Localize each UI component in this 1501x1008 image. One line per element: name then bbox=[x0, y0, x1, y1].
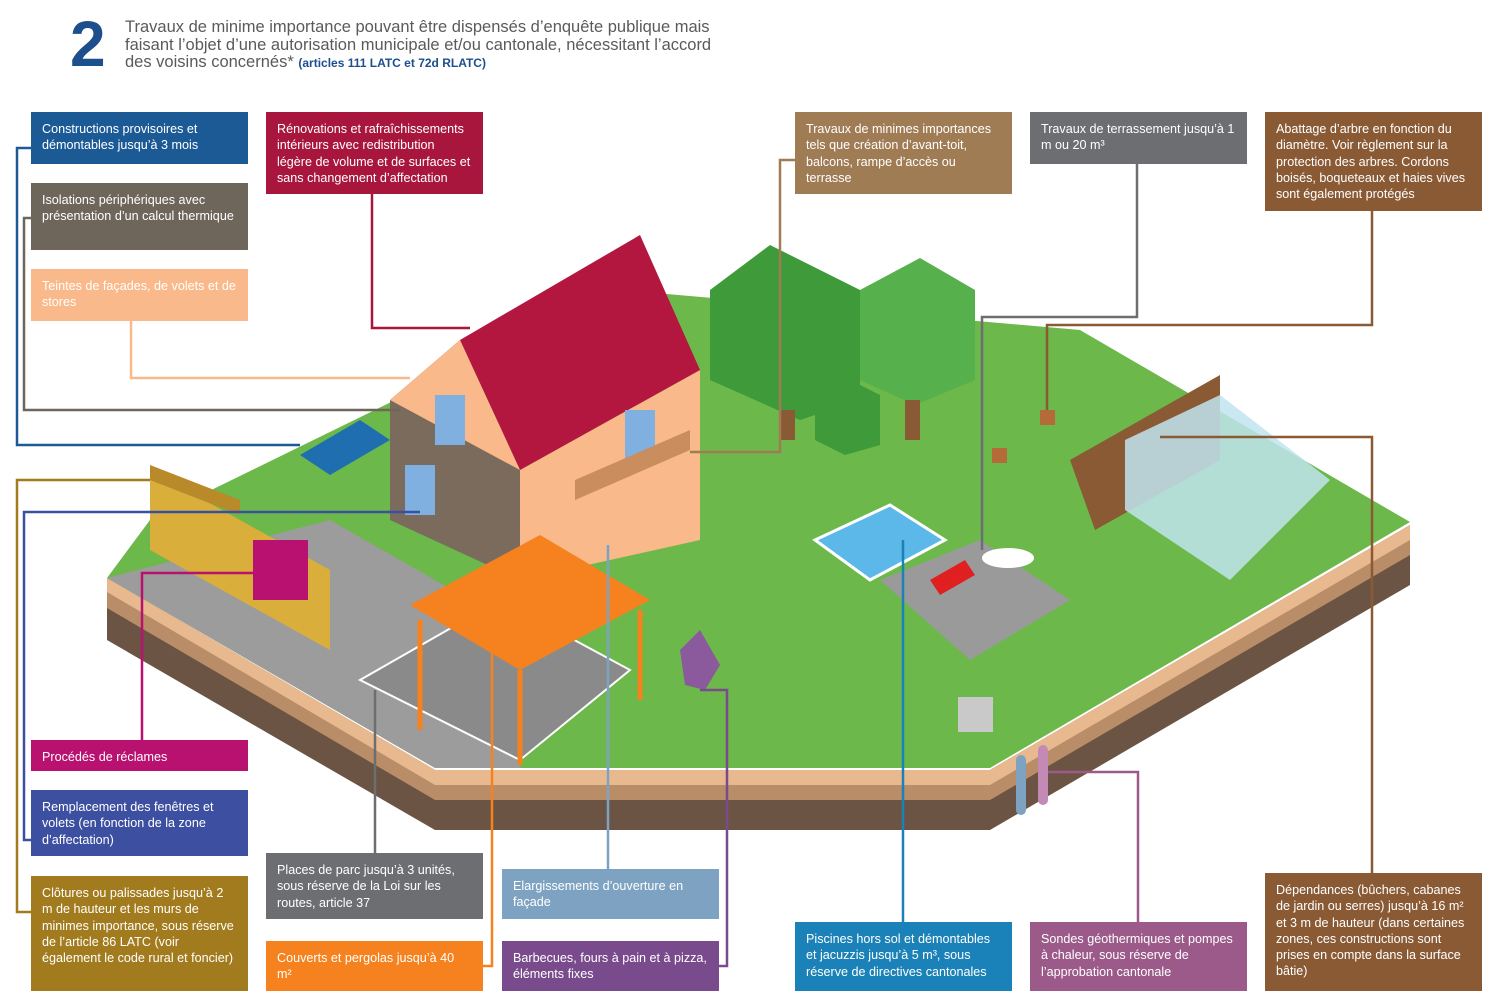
label-minimes-importances: Travaux de minimes importances tels que … bbox=[795, 112, 1012, 194]
label-reclames: Procédés de réclames bbox=[31, 740, 248, 771]
shed-greenhouse bbox=[1070, 375, 1330, 580]
label-pergolas: Couverts et pergolas jusqu’à 40 m² bbox=[266, 941, 483, 991]
label-places-parc: Places de parc jusqu’à 3 unités, sous ré… bbox=[266, 853, 483, 919]
tent bbox=[300, 420, 390, 475]
barbecue bbox=[680, 630, 720, 690]
geothermal-probe bbox=[1038, 745, 1048, 805]
label-fenetres: Remplacement des fenêtres et volets (en … bbox=[31, 790, 248, 856]
label-clotures: Clôtures ou palissades jusqu’à 2 m de ha… bbox=[31, 876, 248, 991]
label-barbecues: Barbecues, fours à pain et à pizza, élém… bbox=[502, 941, 719, 991]
label-renovations: Rénovations et rafraîchissements intérie… bbox=[266, 112, 483, 194]
advertising-sign bbox=[253, 540, 308, 600]
label-ouverture: Elargissements d’ouverture en façade bbox=[502, 869, 719, 919]
pergola bbox=[410, 535, 650, 765]
label-terrassement: Travaux de terrassement jusqu’à 1 m ou 2… bbox=[1030, 112, 1247, 164]
section-number: 2 bbox=[70, 8, 106, 80]
pool bbox=[812, 503, 1070, 660]
leader-lines bbox=[15, 146, 1374, 968]
heat-pump bbox=[958, 697, 993, 732]
trees bbox=[710, 245, 1055, 463]
label-sondes: Sondes géothermiques et pompes à chaleur… bbox=[1030, 922, 1247, 991]
label-isolations: Isolations périphériques avec présentati… bbox=[31, 183, 248, 250]
label-piscines: Piscines hors sol et démontables et jacu… bbox=[795, 922, 1012, 991]
page-title: Travaux de minime importance pouvant êtr… bbox=[125, 18, 725, 73]
label-teintes: Teintes de façades, de volets et de stor… bbox=[31, 269, 248, 321]
fence bbox=[150, 465, 330, 650]
title-text: Travaux de minime importance pouvant êtr… bbox=[125, 18, 712, 71]
geothermal-probe bbox=[1016, 755, 1026, 815]
title-reference: (articles 111 LATC et 72d RLATC) bbox=[298, 56, 486, 70]
house bbox=[390, 235, 700, 580]
label-constructions-provisoires: Constructions provisoires et démontables… bbox=[31, 112, 248, 164]
label-dependances: Dépendances (bûchers, cabanes de jardin … bbox=[1265, 873, 1482, 991]
label-abattage: Abattage d’arbre en fonction du diamètre… bbox=[1265, 112, 1482, 211]
